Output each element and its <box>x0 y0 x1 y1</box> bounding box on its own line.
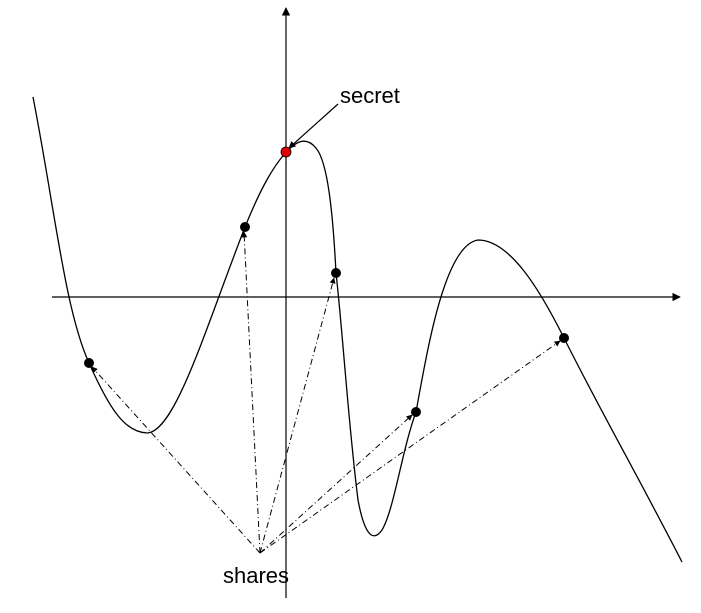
share-point-3 <box>331 268 341 278</box>
share-arrow-4 <box>259 414 413 554</box>
share-arrow-5 <box>259 340 561 554</box>
secret-point <box>280 146 292 158</box>
share-arrows <box>91 231 561 554</box>
share-arrow-3 <box>259 277 336 554</box>
share-point-4 <box>411 407 421 417</box>
secret-arrow <box>288 103 339 149</box>
polynomial-curve <box>32 96 683 563</box>
share-point-1 <box>84 358 94 368</box>
shares-label: shares <box>223 563 289 588</box>
secret-label: secret <box>340 83 400 108</box>
share-arrow-2 <box>241 231 261 554</box>
share-point-2 <box>240 222 250 232</box>
share-point-5 <box>559 333 569 343</box>
share-arrow-1 <box>91 366 261 554</box>
